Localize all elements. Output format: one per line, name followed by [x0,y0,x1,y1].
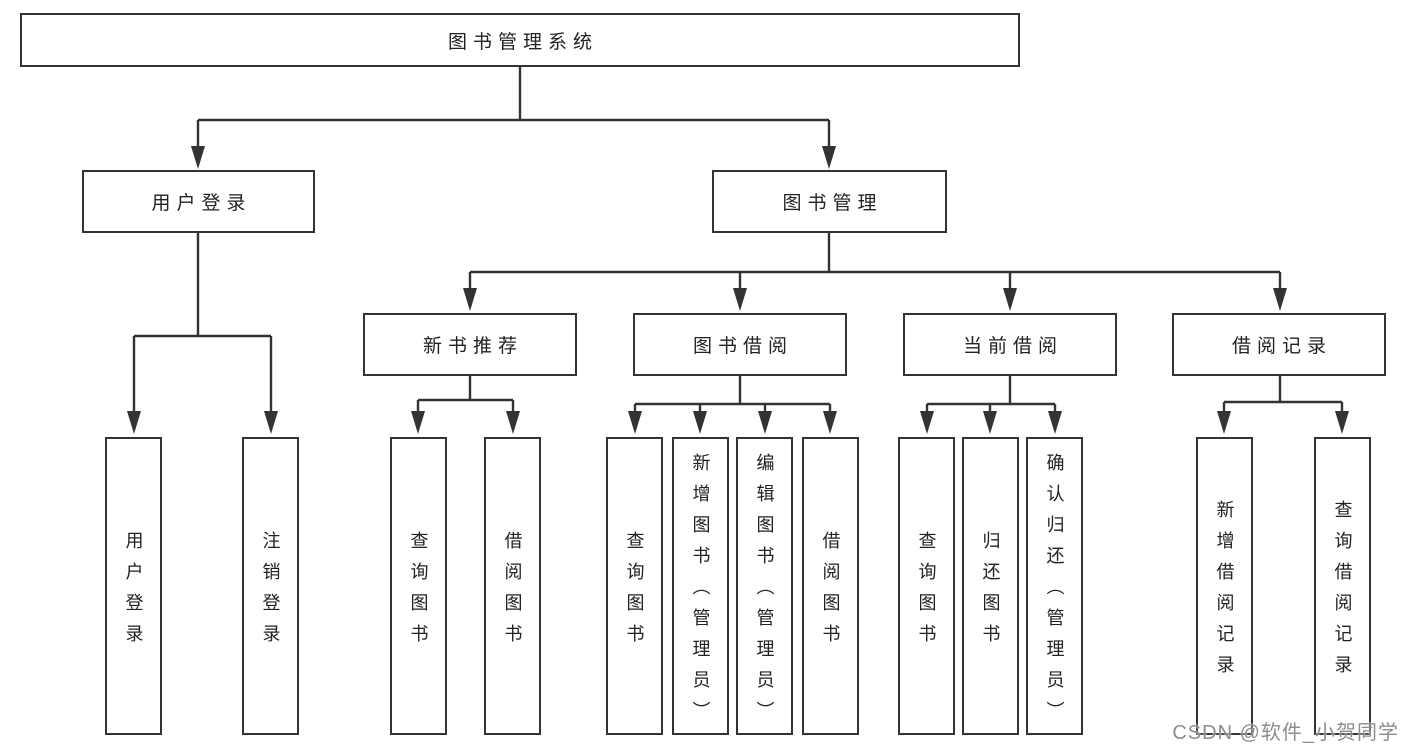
node-user-login: 用户登录 [82,170,315,233]
node-label: 归还图书 [980,530,1001,655]
node-label: 查询图书 [408,530,429,655]
node-borrow-records: 借阅记录 [1172,313,1386,376]
node-label: 用户登录 [151,193,252,214]
leaf-user-login: 用户登录 [105,437,162,735]
node-label: 注销登录 [260,530,281,655]
leaf-add-book-admin: 新增图书（管理员） [672,437,729,735]
node-label: 用户登录 [123,530,144,655]
node-label: 当前借阅 [962,336,1063,357]
leaf-edit-book-admin: 编辑图书（管理员） [736,437,793,735]
node-book-borrow: 图书借阅 [633,313,847,376]
node-label: 编辑图书（管理员） [754,453,775,732]
node-library-management-system: 图书管理系统 [20,13,1020,67]
node-label: 查询图书 [624,530,645,655]
node-label: 借阅图书 [502,530,523,655]
node-label: 图书管理 [782,193,883,214]
leaf-query-book-recommend: 查询图书 [390,437,447,735]
node-label: 图书管理系统 [447,31,598,53]
node-label: 新增借阅记录 [1214,499,1235,686]
leaf-confirm-return-admin: 确认归还（管理员） [1026,437,1083,735]
leaf-query-book-current: 查询图书 [898,437,955,735]
leaf-return-book: 归还图书 [962,437,1019,735]
node-label: 借阅记录 [1231,336,1332,357]
leaf-borrow-book-recommend: 借阅图书 [484,437,541,735]
leaf-add-borrow-record: 新增借阅记录 [1196,437,1253,735]
node-label: 确认归还（管理员） [1044,453,1065,732]
node-current-borrow: 当前借阅 [903,313,1117,376]
leaf-query-book-borrow: 查询图书 [606,437,663,735]
node-label: 新书推荐 [422,336,523,357]
node-label: 新增图书（管理员） [690,453,711,732]
leaf-logout: 注销登录 [242,437,299,735]
leaf-query-borrow-record: 查询借阅记录 [1314,437,1371,735]
csdn-watermark: CSDN @软件_小贺同学 [1172,722,1399,744]
node-new-book-recommend: 新书推荐 [363,313,577,376]
node-book-management: 图书管理 [712,170,947,233]
node-label: 图书借阅 [692,336,793,357]
node-label: 查询图书 [916,530,937,655]
node-label: 查询借阅记录 [1332,499,1353,686]
leaf-borrow-book: 借阅图书 [802,437,859,735]
node-label: 借阅图书 [820,530,841,655]
